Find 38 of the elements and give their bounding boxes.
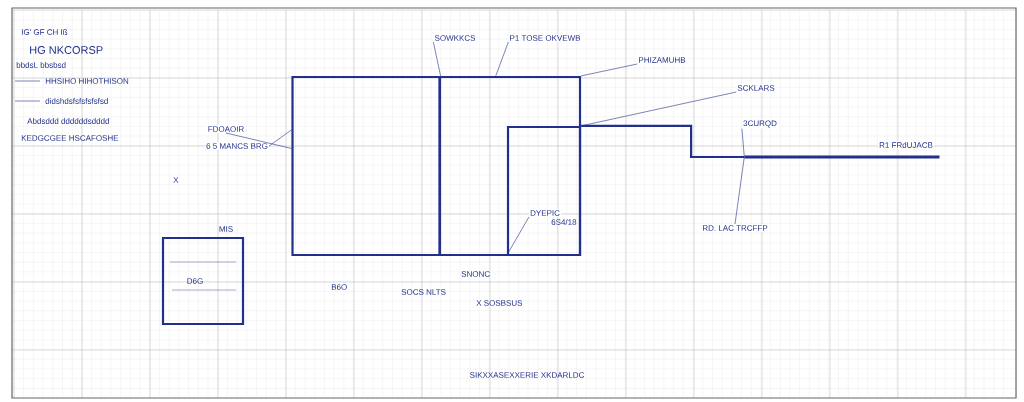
callout-label: FDOAOIR [206, 125, 246, 133]
leader-line [580, 63, 638, 77]
heading: HG NKCORSP [30, 46, 103, 54]
frame-box: MIS D6G [161, 226, 245, 326]
leader-line [581, 124, 745, 159]
title: IG' GF CH Iß [21, 29, 68, 35]
leader-line [495, 41, 509, 77]
callout-label: R1 FRdUJACB [878, 141, 934, 149]
pipe-bar [744, 155, 940, 159]
leader-line [734, 156, 745, 225]
legend-text: HHSIHO HIHOTHISON [45, 78, 129, 84]
callout-label: DYEPIC [529, 209, 561, 217]
legend-text: Abdsddd ddddddsdddd [27, 118, 109, 124]
callout-label: SOWKKCS [433, 34, 477, 42]
callout-label: P1 TOSE OKVEWB [508, 34, 582, 42]
note: bbdsL bbsbsd [16, 62, 66, 68]
callout-label: 3CURQD [742, 119, 778, 129]
note: SOCS NLTS [401, 289, 446, 295]
note: X SOSBSUS [476, 300, 523, 306]
leader-line [433, 41, 441, 77]
callout-label: RD. LAC TRCFFP [701, 224, 769, 232]
note: B6O [331, 284, 347, 290]
leader-line [225, 132, 292, 149]
frame-box [438, 75, 582, 257]
caption: SIKXXASEXXERIE XKDARLDC [470, 372, 585, 378]
node-label: MIS [219, 226, 233, 232]
note: SNONC [461, 271, 490, 277]
legend-text: didshdsfsfsfsfsfsd [45, 98, 108, 104]
cross-mark: X [173, 177, 179, 183]
leader-line [268, 129, 292, 147]
callout-label: PHIZAMUHB [637, 56, 687, 64]
leader-line [741, 128, 745, 158]
frame-box [291, 75, 441, 257]
note: KEDGCGEE HSCAFOSHE [21, 135, 119, 141]
callout-label: 6 5 MANCS BRG [205, 142, 269, 150]
note: 6S4/18 [551, 219, 577, 225]
callout-label: SCKLARS [736, 84, 776, 92]
frame-box [506, 125, 582, 257]
